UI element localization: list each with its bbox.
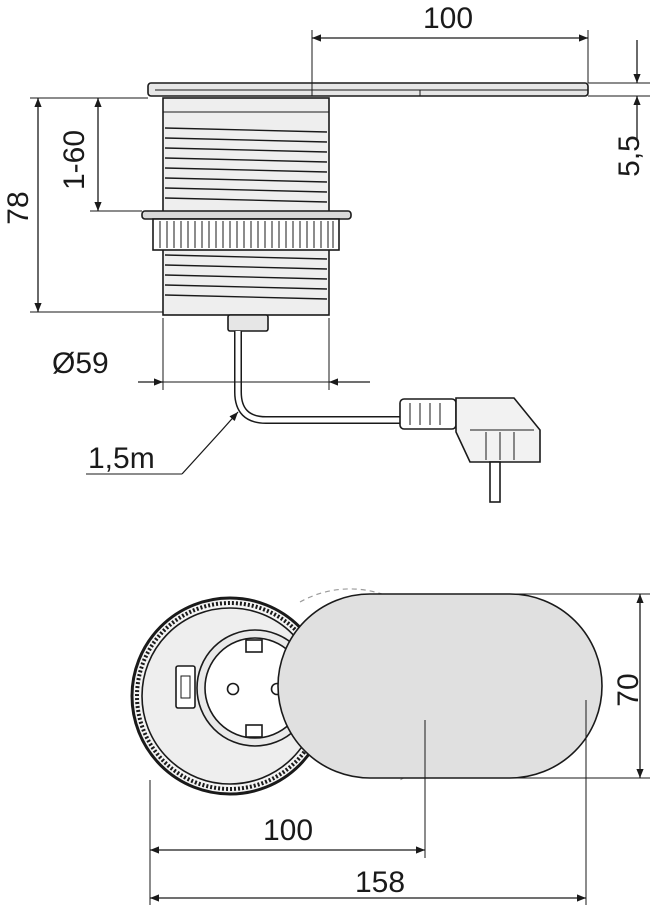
usb-port <box>175 665 196 709</box>
dim-label-cable-length: 1,5m <box>88 442 155 475</box>
top-view: 70 100 158 <box>130 588 650 905</box>
sliding-lid <box>277 593 603 779</box>
side-view: 100 5,5 1-60 78 Ø59 1,5m <box>2 2 650 503</box>
power-plug <box>399 397 541 503</box>
socket-pin-hole-left <box>226 682 240 696</box>
mounting-flange <box>141 210 352 220</box>
body-threads <box>164 127 328 300</box>
dim-label-diameter: Ø59 <box>52 347 109 380</box>
dim-label-height-range: 1-60 <box>58 130 91 190</box>
dim-label-lid-height: 70 <box>612 673 645 706</box>
leader-cable-length <box>181 411 239 475</box>
dim-label-total-height: 78 <box>2 191 35 224</box>
clamp-nut <box>152 218 340 251</box>
cable-gland <box>227 314 269 332</box>
dim-label-lid-thickness: 5,5 <box>613 135 646 177</box>
dim-label-top-width: 100 <box>423 2 473 35</box>
dim-label-bottom-width: 100 <box>263 814 313 847</box>
clamp-nut-knurling <box>159 221 334 248</box>
power-cable <box>234 331 402 424</box>
dim-label-total-length: 158 <box>355 866 405 899</box>
